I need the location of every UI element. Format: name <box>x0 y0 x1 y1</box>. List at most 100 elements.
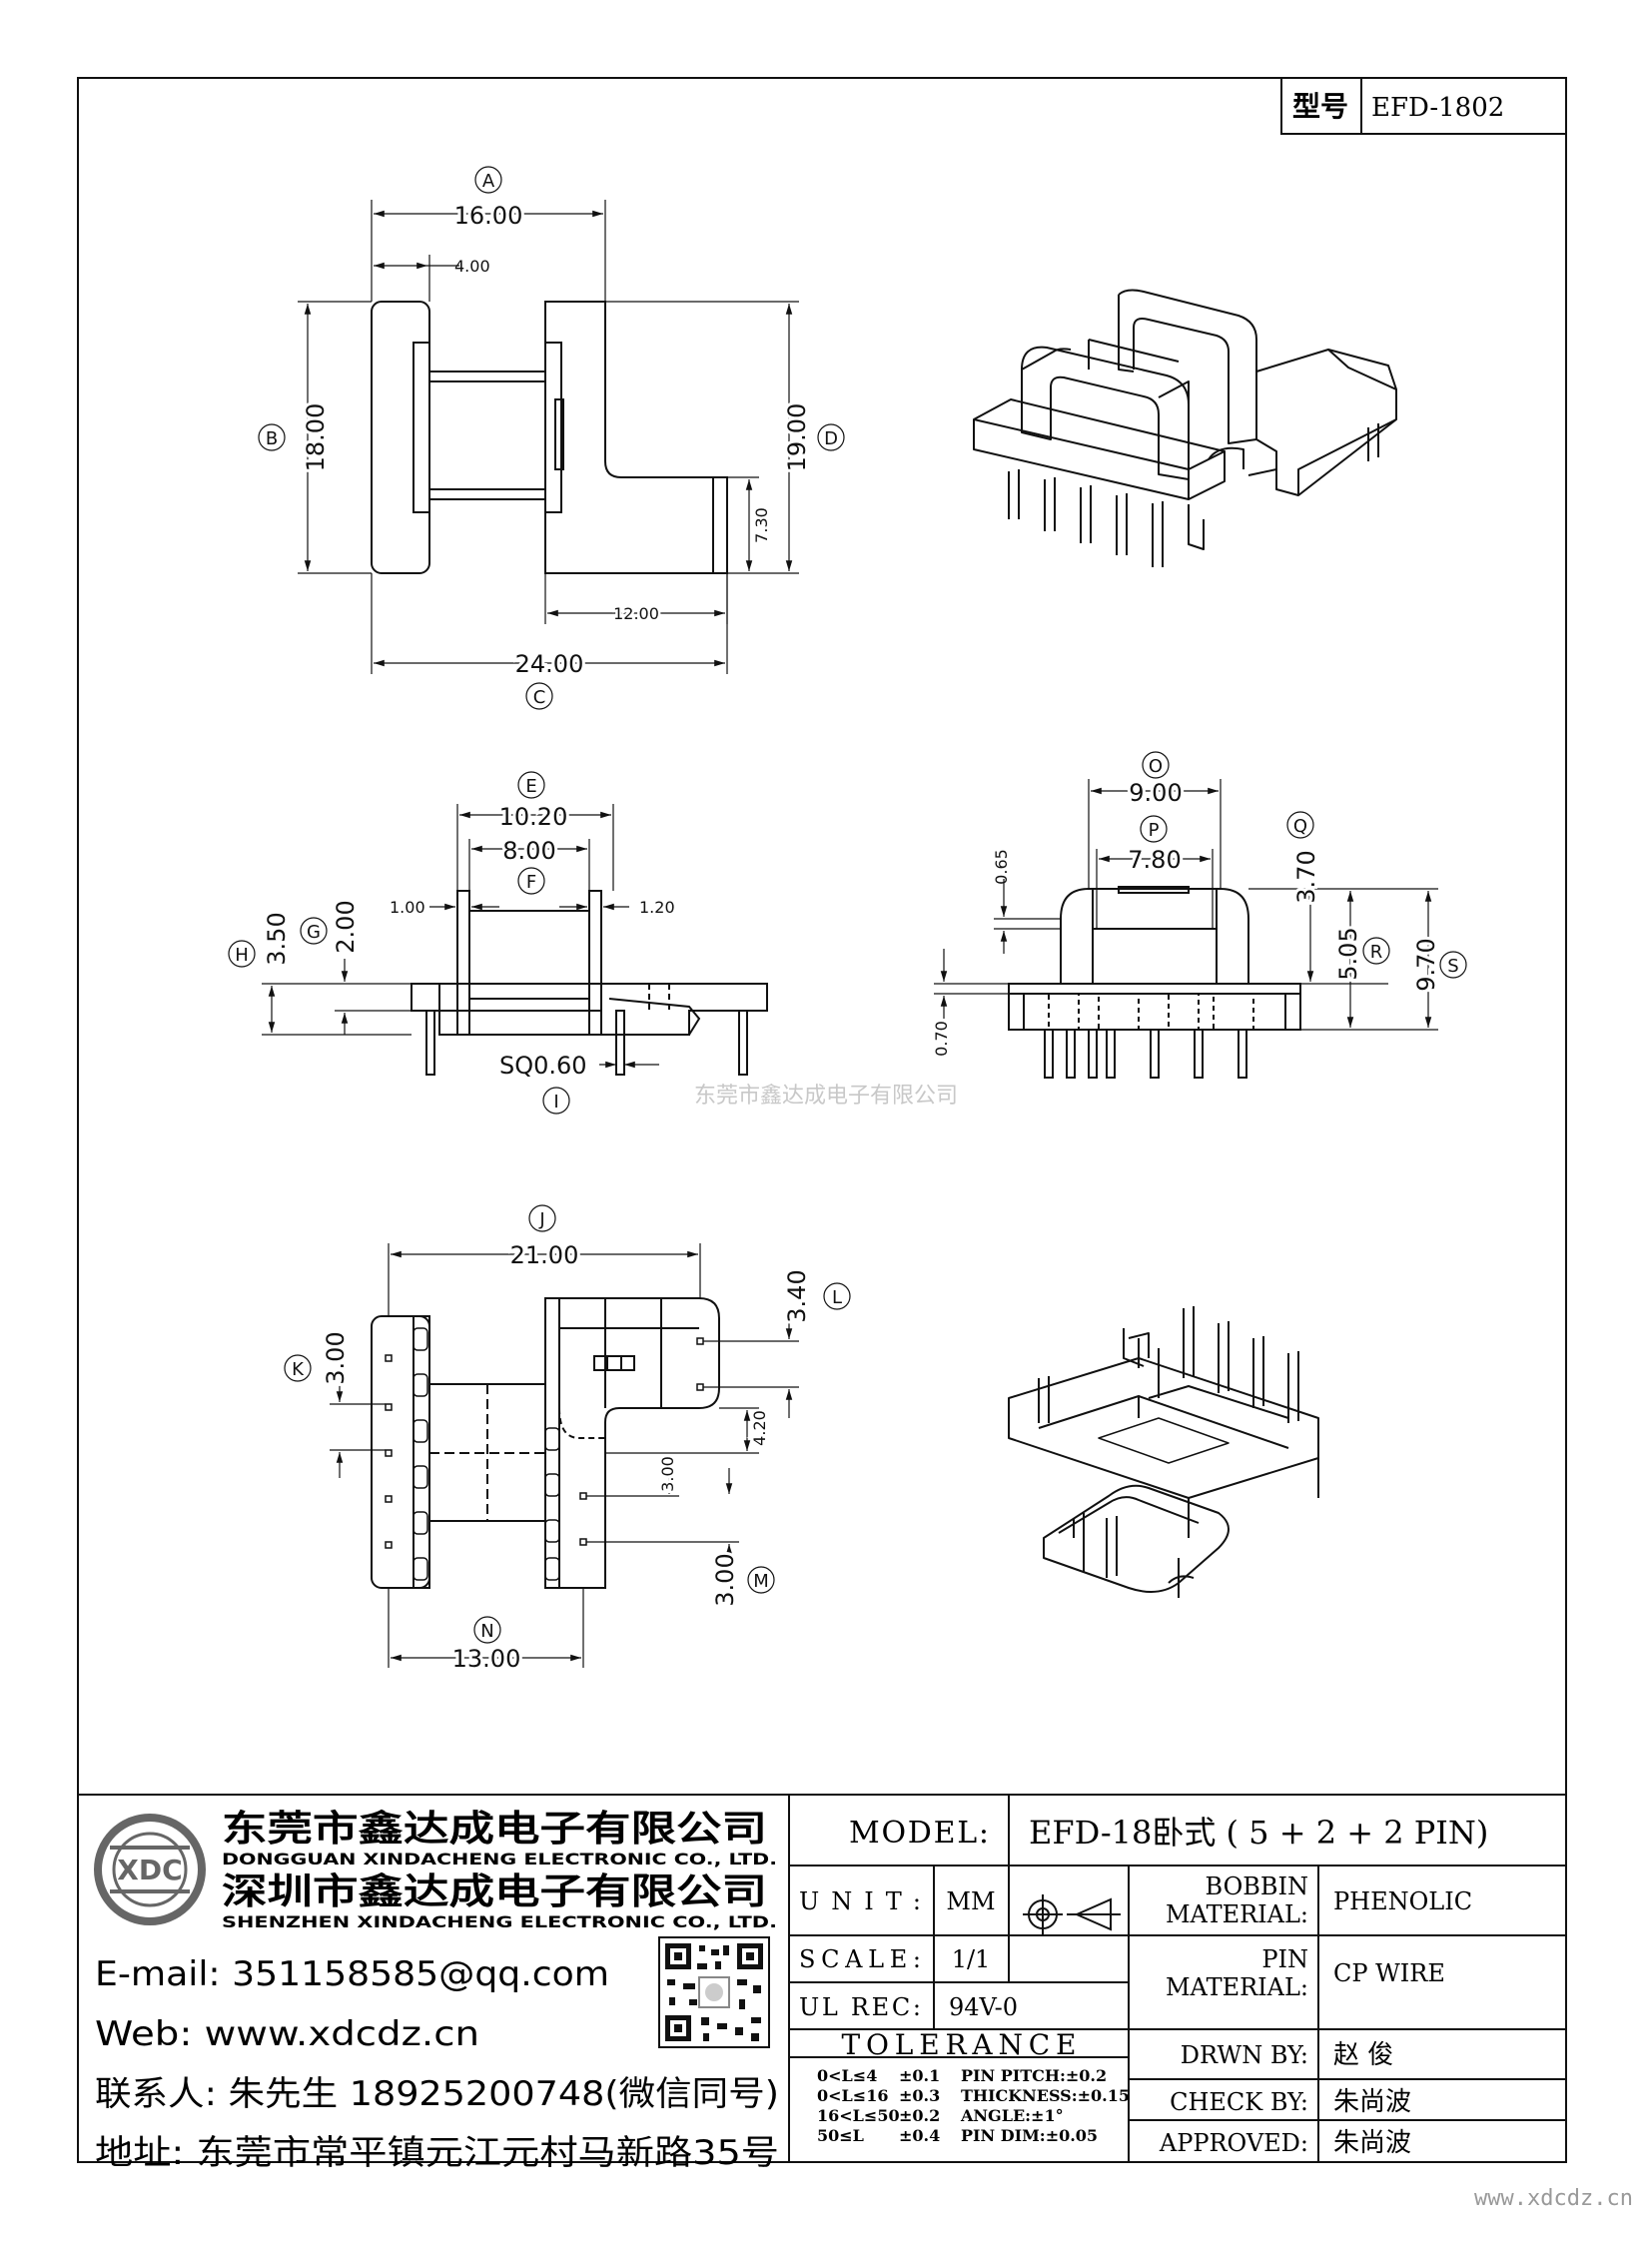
check-value: 朱尚波 <box>1333 2087 1411 2117</box>
letter-K: K <box>292 1359 305 1380</box>
drawn-label: DRWN BY: <box>1181 2041 1308 2069</box>
model-value: EFD-18卧式 ( 5 + 2 + 2 PIN) <box>1029 1814 1488 1852</box>
tol-note-2: THICKNESS:±0.15 <box>961 2086 1130 2105</box>
dim-4-20: 4.20 <box>750 1410 769 1446</box>
dim-J: 21.00 <box>510 1241 579 1269</box>
footer-url: www.xdcdz.cn <box>1474 2186 1633 2211</box>
bottom-view-labels: J 21.00 K 3.00 3.40 L 4.20 3.00 3.00 M N… <box>284 1204 851 1676</box>
top-view-labels: A 16.00 4.00 18.00 B 19.00 D 7.30 12.00 … <box>258 166 845 710</box>
dim-1-00: 1.00 <box>390 898 425 917</box>
ul-value: 94V-0 <box>949 1993 1018 2021</box>
dim-E: 10.20 <box>499 803 568 831</box>
dim-R: 5.05 <box>1334 927 1362 980</box>
company-contact: 联系人: 朱先生 18925200748(微信同号) <box>95 2074 779 2114</box>
bottom-view <box>371 1297 720 1589</box>
tol-range-1: 0<L≤4 <box>817 2066 877 2085</box>
company-name-cn-1: 东莞市鑫达成电子有限公司 <box>222 1809 767 1850</box>
company-address: 地址: 东莞市常平镇元江元村马新路35号 <box>95 2133 779 2173</box>
letter-S: S <box>1447 956 1458 977</box>
dim-P: 7.80 <box>1128 846 1181 874</box>
ul-label: UL REC: <box>799 1993 921 2021</box>
letter-C: C <box>533 687 546 708</box>
company-logo: XDC <box>94 1814 206 1925</box>
tol-range-3: 16<L≤50 <box>817 2106 900 2125</box>
front-view-dims <box>934 779 1438 1031</box>
dim-I: SQ0.60 <box>499 1052 587 1080</box>
dim-G: 2.00 <box>332 900 360 953</box>
dim-0-70: 0.70 <box>932 1021 951 1057</box>
scale-label: SCALE: <box>799 1945 921 1973</box>
logo-text: XDC <box>117 1854 182 1886</box>
dim-12-00: 12.00 <box>613 604 659 623</box>
unit-label: UNIT: <box>799 1887 921 1915</box>
dim-B: 18.00 <box>302 403 330 472</box>
dim-H: 3.50 <box>263 912 291 965</box>
bottom-view-dims <box>330 1243 799 1668</box>
company-email: E-mail: 351158585@qq.com <box>95 1954 609 1994</box>
dim-F: 8.00 <box>502 837 555 865</box>
side-view-labels: E 10.20 8.00 F 1.00 1.20 H 3.50 G 2.00 S… <box>228 771 675 1115</box>
top-view-dims <box>298 200 799 674</box>
title-block-grid <box>78 1794 1566 2162</box>
dim-3-00-inner: 3.00 <box>658 1456 677 1492</box>
company-name-en-2: SHENZHEN XINDACHENG ELECTRONIC CO., LTD. <box>222 1912 777 1931</box>
check-label: CHECK BY: <box>1170 2088 1308 2116</box>
dim-O: 9.00 <box>1129 779 1182 807</box>
letter-L: L <box>832 1287 842 1308</box>
tol-value-3: ±0.2 <box>899 2106 940 2125</box>
side-view-dims <box>262 804 659 1069</box>
dim-C: 24.00 <box>515 650 584 678</box>
letter-G: G <box>307 922 321 943</box>
bobbin-label-1: BOBBIN <box>1205 1872 1308 1900</box>
watermark: 东莞市鑫达成电子有限公司 <box>694 1084 958 1109</box>
unit-value: MM <box>946 1887 995 1915</box>
letter-J: J <box>538 1209 544 1230</box>
iso-view-1 <box>973 289 1397 567</box>
dim-7-30: 7.30 <box>752 507 771 543</box>
model-box-label: 型号 <box>1292 90 1348 123</box>
dim-L: 3.40 <box>783 1269 811 1322</box>
approved-value: 朱尚波 <box>1333 2128 1411 2158</box>
bobbin-label-2: MATERIAL: <box>1166 1900 1308 1928</box>
letter-A: A <box>482 171 495 192</box>
tolerance-label: TOLERANCE <box>842 2028 1077 2061</box>
company-name-cn-2: 深圳市鑫达成电子有限公司 <box>222 1871 767 1912</box>
letter-H: H <box>235 945 249 966</box>
dim-M: 3.00 <box>711 1553 739 1606</box>
pin-value: CP WIRE <box>1333 1959 1445 1987</box>
model-box: 型号 EFD-1802 <box>1280 77 1567 135</box>
letter-B: B <box>266 428 278 449</box>
tol-range-4: 50≤L <box>817 2126 864 2145</box>
front-view-labels: O 9.00 P 7.80 0.65 Q 3.70 5.05 R 9.70 S … <box>932 751 1467 1057</box>
letter-I: I <box>553 1092 558 1113</box>
tol-value-4: ±0.4 <box>899 2126 940 2145</box>
side-view <box>411 890 768 1076</box>
drawn-value: 赵 俊 <box>1333 2040 1393 2070</box>
tol-note-3: ANGLE:±1° <box>960 2106 1064 2125</box>
dim-N: 13.00 <box>452 1645 521 1673</box>
model-box-value: EFD-1802 <box>1371 93 1504 123</box>
bobbin-value: PHENOLIC <box>1333 1887 1472 1915</box>
dim-1-20: 1.20 <box>639 898 675 917</box>
dim-D: 19.00 <box>783 403 811 472</box>
iso-view-2 <box>1008 1306 1319 1598</box>
drawing-border <box>77 77 1567 2163</box>
tolerance-table: 0<L≤4 ±0.1 PIN PITCH:±0.2 0<L≤16 ±0.3 TH… <box>817 2066 1130 2145</box>
letter-D: D <box>824 428 838 449</box>
tol-value-1: ±0.1 <box>899 2066 940 2085</box>
pin-label-1: PIN <box>1261 1945 1308 1973</box>
letter-O: O <box>1149 756 1163 777</box>
letter-P: P <box>1149 820 1160 841</box>
letter-F: F <box>526 872 536 893</box>
company-block: XDC 东莞市鑫达成电子有限公司 DONGGUAN XINDACHENG ELE… <box>94 1809 779 2173</box>
front-view <box>1008 886 1301 1079</box>
dim-4-00: 4.00 <box>454 257 490 276</box>
tol-value-2: ±0.3 <box>899 2086 940 2105</box>
dim-Q: 3.70 <box>1292 850 1320 903</box>
pin-label-2: MATERIAL: <box>1166 1973 1308 2001</box>
qr-code-icon <box>658 1936 770 2048</box>
dim-K: 3.00 <box>322 1331 350 1384</box>
company-name-en-1: DONGGUAN XINDACHENG ELECTRONIC CO., LTD. <box>222 1850 777 1868</box>
dim-A: 16.00 <box>454 202 523 230</box>
